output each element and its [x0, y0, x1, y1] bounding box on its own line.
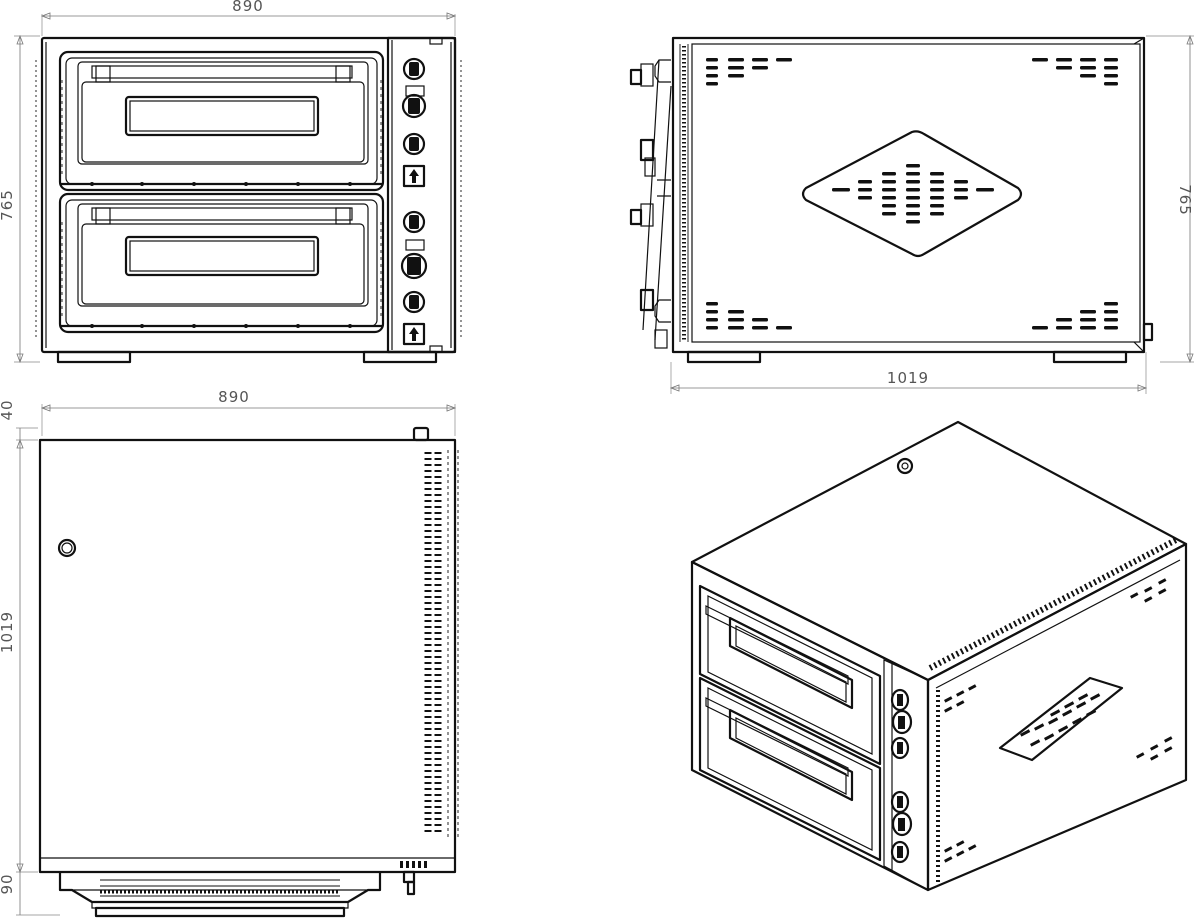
top-offset-dimension-40: 40 — [0, 399, 16, 420]
iso-lower-door — [698, 676, 882, 862]
upper-control-knobs — [401, 57, 427, 156]
side-depth-dimension: 1019 — [887, 369, 929, 387]
upper-power-switch-icon — [402, 164, 426, 188]
upper-oven-door — [58, 50, 385, 192]
side-vent-slots — [706, 58, 1118, 330]
lower-oven-door — [58, 192, 385, 334]
top-view-door-handles — [58, 870, 416, 918]
front-view: 890 765 — [0, 0, 462, 364]
lower-control-knobs — [400, 210, 428, 314]
iso-upper-door — [698, 584, 882, 766]
top-width-dimension: 890 — [218, 388, 250, 406]
side-height-dimension: 765 — [1176, 184, 1194, 216]
front-height-dimension: 765 — [0, 189, 16, 221]
lower-power-switch-icon — [402, 322, 426, 346]
top-depth-dimension: 1019 — [0, 611, 16, 653]
side-view: 1019 765 — [629, 34, 1194, 394]
iso-control-knobs — [890, 688, 913, 864]
top-offset-dimension-90: 90 — [0, 873, 16, 894]
side-knob-profiles — [629, 59, 672, 349]
isometric-view — [690, 420, 1188, 892]
top-view: 890 40 1019 90 — [0, 388, 459, 918]
front-width-dimension: 890 — [232, 0, 264, 15]
side-diamond-vent — [801, 130, 1023, 258]
